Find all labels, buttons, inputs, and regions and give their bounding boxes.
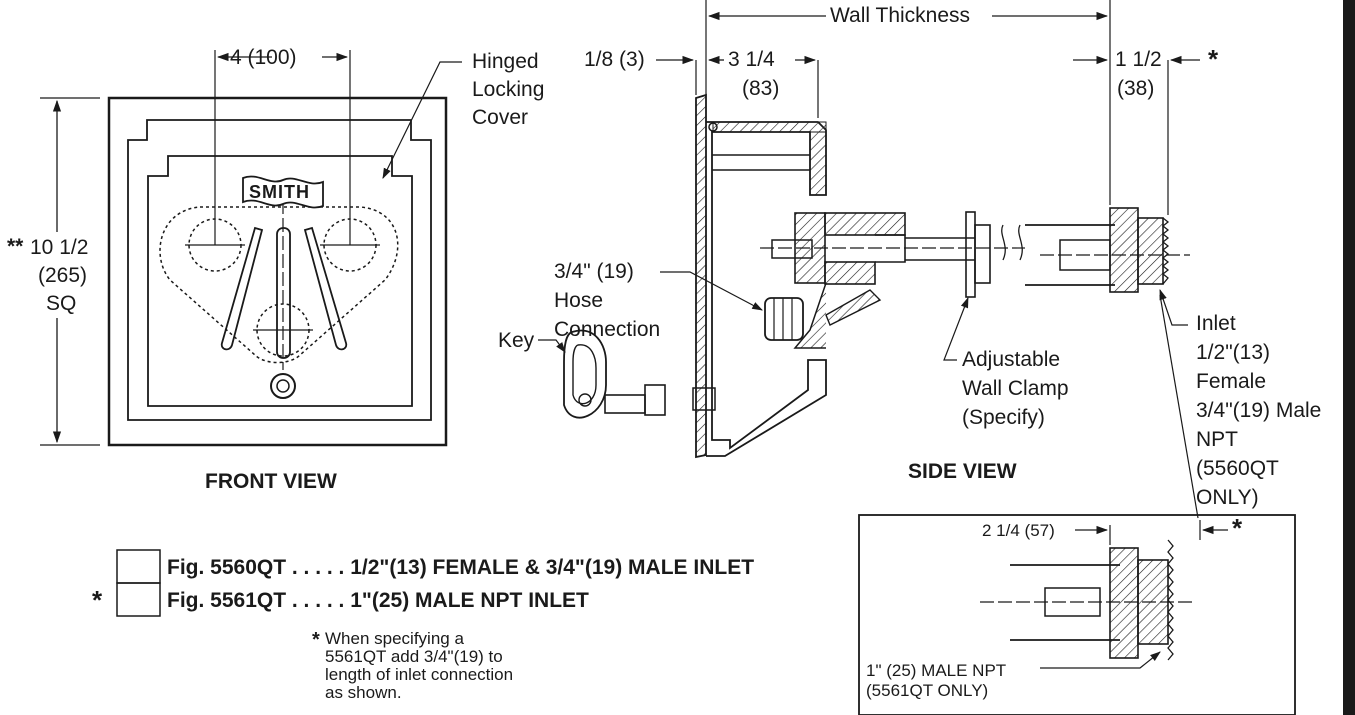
note-line-4: as shown.	[325, 683, 402, 702]
legend-item-5561: Fig. 5561QT . . . . . 1"(25) MALE NPT IN…	[167, 589, 589, 612]
inlet-label-1: Inlet	[1196, 312, 1236, 335]
side-dim-depth-2: (83)	[742, 77, 780, 100]
front-outer-frame	[107, 96, 448, 447]
note-star: *	[312, 629, 320, 651]
size-label-2: (265)	[38, 264, 88, 287]
clamp-label-3: (Specify)	[962, 406, 1045, 429]
wall-thickness-label: Wall Thickness	[830, 4, 971, 27]
hose-label-2: Hose	[554, 289, 604, 312]
clamp-label-2: Wall Clamp	[962, 377, 1069, 400]
page-edge-bar	[1343, 0, 1355, 715]
inlet-label-2: 1/2"(13)	[1196, 341, 1270, 364]
note-line-2: 5561QT add 3/4"(19) to	[325, 647, 503, 666]
legend-box-5561	[116, 582, 161, 617]
side-dim-depth-1: 3 1/4	[728, 48, 775, 71]
front-view	[40, 50, 462, 447]
side-box-body	[706, 121, 827, 457]
side-dim-inlet-2: (38)	[1117, 77, 1155, 100]
smith-logo-text: SMITH	[249, 182, 310, 202]
note-line-1: When specifying a	[325, 629, 464, 648]
cover-label-1: Hinged	[472, 50, 539, 73]
legend-box-5560	[116, 549, 161, 584]
inlet-label-7: ONLY)	[1196, 486, 1259, 509]
side-flange	[695, 93, 707, 459]
cover-label-2: Locking	[472, 78, 545, 101]
clamp-label-1: Adjustable	[962, 348, 1061, 371]
detail-label-2: (5561QT ONLY)	[866, 681, 989, 700]
inlet-label-3: Female	[1196, 370, 1267, 393]
detail-label-1: 1" (25) MALE NPT	[866, 661, 1007, 680]
side-dim-flange: 1/8 (3)	[584, 48, 645, 71]
detail-dim: 2 1/4 (57)	[982, 521, 1055, 540]
size-stars: **	[7, 235, 24, 258]
side-view	[538, 0, 1200, 519]
size-label-3: SQ	[46, 292, 77, 315]
inlet-label-6: (5560QT	[1196, 457, 1279, 480]
cover-label-3: Cover	[472, 106, 529, 129]
legend-star-5561: *	[92, 585, 103, 615]
inlet-label-4: 3/4"(19) Male	[1196, 399, 1322, 422]
inlet-detail	[858, 514, 1296, 715]
hose-label-3: Connection	[554, 318, 661, 341]
side-dim-inlet-1: 1 1/2	[1115, 48, 1162, 71]
side-star: *	[1208, 44, 1219, 74]
detail-frame	[858, 514, 1296, 715]
detail-star: *	[1232, 513, 1243, 543]
side-wall-clamp	[965, 211, 976, 298]
hose-label-1: 3/4" (19)	[554, 260, 634, 283]
inlet-label-5: NPT	[1196, 428, 1238, 451]
smith-logo-banner	[242, 175, 324, 209]
front-dotted-lobes	[159, 206, 399, 364]
side-view-caption: SIDE VIEW	[908, 460, 1017, 483]
size-label-1: 10 1/2	[30, 236, 89, 259]
front-dim-top: 4 (100)	[230, 46, 297, 69]
side-hose-connection	[764, 297, 804, 341]
legend-item-5560: Fig. 5560QT . . . . . 1/2"(13) FEMALE & …	[167, 556, 755, 579]
front-view-caption: FRONT VIEW	[205, 470, 337, 493]
note-line-3: length of inlet connection	[325, 665, 514, 684]
key-label: Key	[498, 329, 535, 352]
side-key	[563, 329, 607, 419]
front-lock	[270, 373, 296, 399]
front-inner-panel	[147, 155, 413, 407]
